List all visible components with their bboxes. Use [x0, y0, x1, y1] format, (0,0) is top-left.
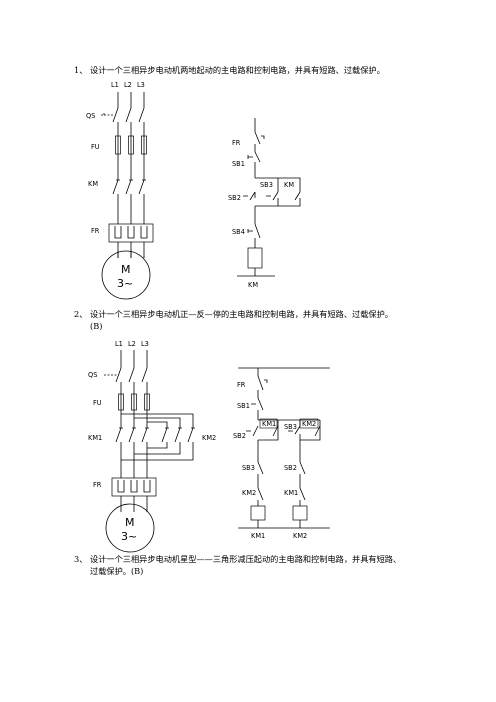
d2-qs-switch — [104, 367, 148, 383]
d2-phase-wires — [120, 350, 148, 512]
d2-km1-label: KM1 — [88, 434, 102, 442]
d1-ctrl-sb3-button — [266, 191, 279, 201]
d2-ctrl-sb3-label: SB3 — [284, 423, 297, 431]
d1-ctrl-branch — [255, 177, 301, 207]
d1-ctrl-km-label: KM — [284, 181, 294, 189]
d2-fu-label: FU — [93, 399, 102, 407]
d1-ctrl-sb2-label: SB2 — [228, 194, 241, 202]
question-1: 1、设计一个三相异步电动机两地起动的主电路和控制电路，并具有短路、过载保护。 — [74, 64, 385, 76]
d1-fr-elements — [114, 226, 148, 239]
d2-ctrl-km2-hold-box — [299, 418, 319, 429]
d2-ctrl-coil1-label: KM1 — [251, 532, 265, 540]
d2-ctrl-right-wire — [258, 419, 320, 528]
d1-motor-m: M — [121, 263, 131, 276]
d2-km1-contacts — [115, 427, 149, 443]
question-3-note: 过载保护。(B) — [90, 566, 144, 576]
d1-phase-l3: L3 — [137, 81, 145, 89]
d2-ctrl-coil-km2 — [292, 505, 308, 521]
d2-fr-elements — [117, 480, 151, 493]
diagram1-control-circuit: FR SB1 SB3 KM SB2 SB4 KM — [228, 118, 301, 289]
d1-fr-label: FR — [91, 227, 100, 235]
d1-km-contacts — [112, 179, 146, 195]
d1-qs-switch — [101, 107, 145, 123]
d1-motor-phase: 3~ — [117, 277, 133, 290]
d2-ctrl-km1-hold-box — [259, 418, 278, 429]
d2-fr-box — [111, 477, 157, 497]
d1-motor — [101, 250, 151, 300]
d2-ctrl-km1-hold-contact — [272, 425, 279, 437]
question-2-note: (B) — [90, 321, 103, 331]
d1-fu-label: FU — [91, 143, 100, 151]
d1-ctrl-sb2-button — [243, 191, 256, 201]
d2-motor-phase: 3~ — [121, 530, 137, 543]
d2-ctrl-fr-contact — [257, 375, 268, 391]
d1-ctrl-coil-label: KM — [248, 281, 258, 289]
d2-km2-label: KM2 — [202, 434, 216, 442]
d1-phase-l1: L1 — [111, 81, 119, 89]
d1-ctrl-coil — [247, 247, 263, 269]
d1-phase-wires — [117, 92, 145, 258]
d1-ctrl-fr-label: FR — [232, 139, 241, 147]
question-1-text: 设计一个三相异步电动机两地起动的主电路和控制电路，并具有短路、过载保护。 — [90, 65, 385, 75]
question-2-text: 设计一个三相异步电动机正—反—停的主电路和控制电路，并具有短路、过载保护。 — [90, 309, 393, 319]
d2-ctrl-km2-interlock — [257, 487, 264, 501]
d2-ctrl-km2-hold-label: KM2 — [302, 420, 316, 428]
d1-ctrl-sb4-button — [247, 223, 261, 239]
d1-ctrl-sb4-label: SB4 — [232, 228, 245, 236]
d2-fr-label: FR — [93, 481, 102, 489]
d1-phase-l2: L2 — [124, 81, 132, 89]
diagram1-main-circuit: L1 L2 L3 QS FU KM FR — [86, 81, 154, 300]
d2-ctrl-sb2-left-label: SB2 — [233, 432, 246, 440]
d2-ctrl-km2-hold-contact — [314, 425, 321, 437]
question-1-number: 1、 — [74, 65, 88, 75]
d2-ctrl-sb1-label: SB1 — [237, 402, 250, 410]
diagram2-main-circuit: L1 L2 L3 QS FU KM1 — [88, 340, 216, 553]
d2-ctrl-coil-km1 — [250, 505, 266, 521]
d2-motor-m: M — [125, 516, 135, 529]
d2-ctrl-sb2-left-button — [246, 425, 259, 437]
d1-ctrl-fr-contact — [254, 131, 265, 145]
question-2-number: 2、 — [74, 309, 88, 319]
d2-ctrl-sb2-right-label: SB2 — [284, 464, 297, 472]
d2-qs-label: QS — [88, 371, 97, 379]
diagram2-control-circuit: FR SB1 KM1 SB3 KM2 SB2 SB3 SB2 KM2 KM1 K… — [233, 367, 330, 540]
question-3-number: 3、 — [74, 554, 88, 564]
question-3-text: 设计一个三相异步电动机星型——三角形减压起动的主电路和控制电路，并具有短路、 — [90, 554, 402, 564]
d1-ctrl-km-contact — [294, 191, 301, 201]
d1-ctrl-sb3-label: SB3 — [260, 181, 273, 189]
d2-ctrl-km1-il-label: KM1 — [284, 489, 298, 497]
d2-ctrl-sb3-left-label: SB3 — [242, 464, 255, 472]
d2-ctrl-sb3-left-button — [257, 461, 264, 475]
d2-ctrl-km1-interlock — [299, 487, 306, 501]
d1-qs-label: QS — [86, 112, 95, 120]
d2-ctrl-sb3-button — [288, 425, 301, 435]
d2-phase-l1: L1 — [115, 340, 123, 348]
d2-ctrl-km1-hold-label: KM1 — [262, 420, 276, 428]
d2-ctrl-km2-il-label: KM2 — [242, 489, 256, 497]
d1-ctrl-sb1-button — [247, 151, 261, 163]
d2-control-rails — [238, 367, 330, 529]
d2-ctrl-sb1-button — [251, 397, 264, 411]
d2-motor — [105, 503, 155, 553]
d2-reverse-wiring — [121, 413, 195, 461]
d2-phase-l3: L3 — [141, 340, 149, 348]
d1-fr-box — [108, 223, 154, 243]
d2-ctrl-fr-label: FR — [237, 381, 246, 389]
question-3: 3、设计一个三相异步电动机星型——三角形减压起动的主电路和控制电路，并具有短路、… — [74, 553, 401, 577]
d1-km-label: KM — [88, 180, 98, 188]
d1-control-wire — [237, 118, 275, 277]
question-2: 2、设计一个三相异步电动机正—反—停的主电路和控制电路，并具有短路、过载保护。 … — [74, 308, 393, 332]
d2-ctrl-coil2-label: KM2 — [293, 532, 307, 540]
d2-ctrl-sb2-right-button — [299, 461, 306, 475]
d2-phase-l2: L2 — [128, 340, 136, 348]
d1-ctrl-sb1-label: SB1 — [232, 160, 245, 168]
